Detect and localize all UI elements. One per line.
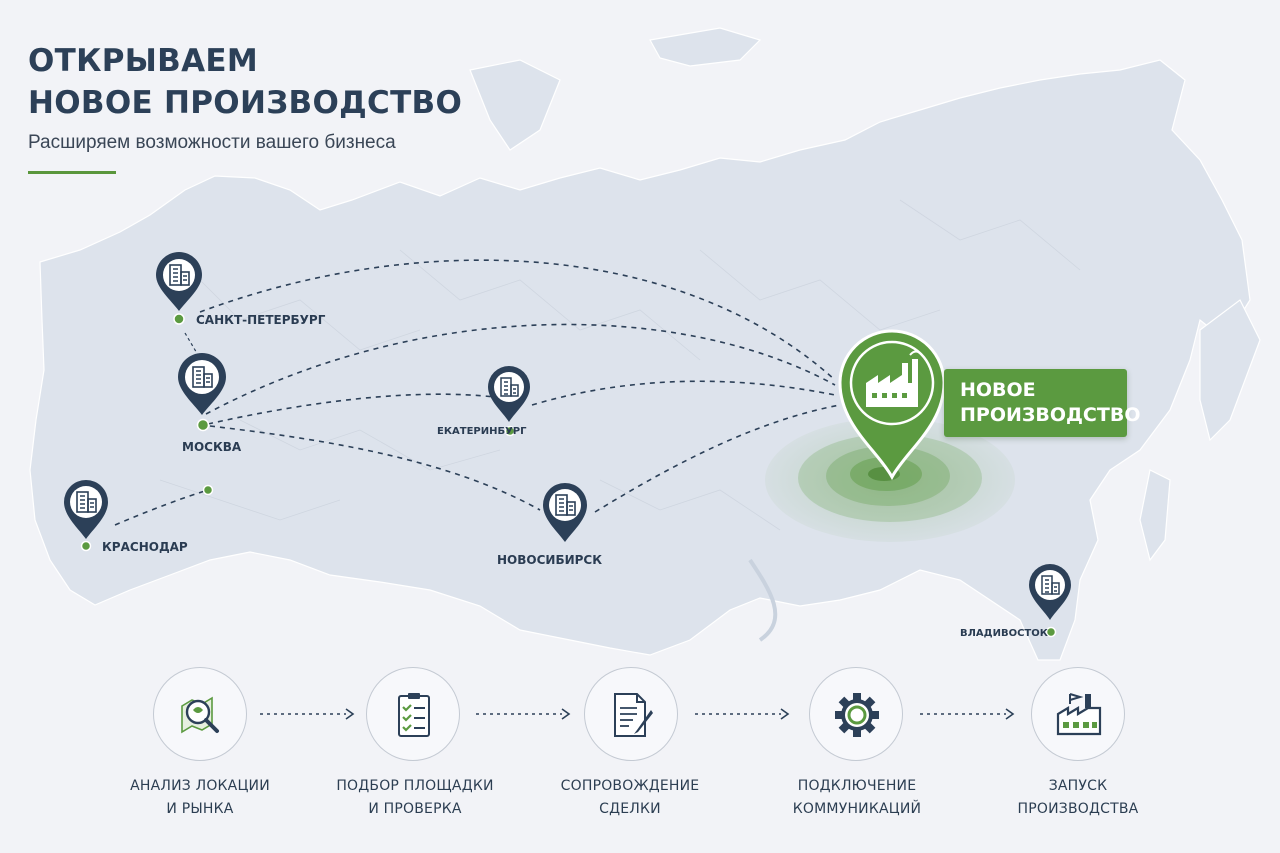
step-3-label-line-1: СОПРОВОЖДЕНИЕ — [560, 778, 700, 794]
connection-lines — [114, 259, 841, 526]
pin-krasnodar-icon — [64, 480, 108, 539]
step-5-label-line-2: ПРОИЗВОДСТВА — [1017, 801, 1139, 817]
title-divider — [28, 171, 116, 174]
document-pen-icon — [614, 693, 653, 737]
moscow-dot — [196, 418, 210, 432]
city-label-nsk: НОВОСИБИРСК — [497, 553, 603, 567]
ekb-dot — [504, 425, 516, 437]
route-moscow-3 — [209, 425, 541, 511]
pin-vladivostok-icon — [1029, 564, 1071, 620]
step-3-label: СОПРОВОЖДЕНИЕ СДЕЛКИ — [535, 775, 725, 821]
pin-moscow-icon — [178, 353, 226, 415]
step-3-label-line-2: СДЕЛКИ — [599, 801, 661, 817]
map-magnifier-icon — [181, 696, 219, 734]
step-arrow-3 — [695, 708, 790, 720]
city-label-ekb: ЕКАТЕРИНБУРГ — [437, 426, 527, 437]
vladivostok-dot — [1045, 626, 1057, 638]
step-4-circle — [809, 667, 903, 761]
subtitle: Расширяем возможности вашего бизнеса — [28, 132, 396, 153]
checklist-icon — [398, 693, 430, 737]
step-arrow-4 — [920, 708, 1015, 720]
title-line-2: НОВОЕ ПРОИЗВОДСТВО — [28, 85, 463, 121]
extra-dot — [202, 484, 214, 496]
badge-line-1: НОВОЕ — [960, 379, 1036, 401]
pin-nsk-icon — [543, 483, 587, 542]
badge-line-2: ПРОИЗВОДСТВО — [960, 404, 1141, 426]
step-1-label-line-2: И РЫНКА — [166, 801, 234, 817]
spb-dot — [173, 313, 185, 325]
map-island-novaya-zemlya — [469, 59, 561, 151]
route-moscow-2 — [207, 393, 516, 425]
city-label-vladivostok: ВЛАДИВОСТОК — [960, 628, 1048, 639]
pin-ekb-icon — [488, 366, 530, 422]
step-5-circle — [1031, 667, 1125, 761]
route-ekb — [531, 380, 836, 406]
page-title: ОТКРЫВАЕМ НОВОЕ ПРОИЗВОДСТВО — [28, 40, 462, 124]
step-3-circle — [584, 667, 678, 761]
city-label-moscow: МОСКВА — [182, 440, 242, 454]
map-island-north — [649, 27, 762, 67]
step-1-circle — [153, 667, 247, 761]
gear-icon — [835, 693, 879, 737]
step-1-label: АНАЛИЗ ЛОКАЦИИ И РЫНКА — [105, 775, 295, 821]
step-2-circle — [366, 667, 460, 761]
route-nsk — [594, 404, 841, 513]
target-glow — [765, 418, 1015, 542]
step-4-label: ПОДКЛЮЧЕНИЕ КОММУНИКАЦИЙ — [762, 775, 952, 821]
step-arrow-1 — [260, 708, 355, 720]
route-krasnodar — [114, 489, 209, 526]
new-production-badge: НОВОЕ ПРОИЗВОДСТВО — [944, 369, 1141, 437]
city-label-spb: САНКТ-ПЕТЕРБУРГ — [196, 313, 326, 327]
route-spb — [199, 259, 836, 381]
step-5-label: ЗАПУСК ПРОИЗВОДСТВА — [983, 775, 1173, 821]
pin-new-production-icon — [838, 329, 946, 481]
route-moscow-1 — [205, 323, 836, 415]
step-2-label-line-2: И ПРОВЕРКА — [368, 801, 462, 817]
factory-icon — [1056, 693, 1102, 736]
map-sakhalin — [1139, 469, 1171, 562]
step-2-label-line-1: ПОДБОР ПЛОЩАДКИ — [336, 778, 494, 794]
map-kamchatka — [1199, 299, 1261, 442]
step-5-label-line-1: ЗАПУСК — [1048, 778, 1108, 794]
step-4-label-line-2: КОММУНИКАЦИЙ — [792, 801, 922, 817]
title-line-1: ОТКРЫВАЕМ — [28, 43, 259, 79]
step-4-label-line-1: ПОДКЛЮЧЕНИЕ — [797, 778, 917, 794]
city-label-krasnodar: КРАСНОДАР — [102, 540, 188, 554]
step-arrow-2 — [476, 708, 571, 720]
step-2-label: ПОДБОР ПЛОЩАДКИ И ПРОВЕРКА — [320, 775, 510, 821]
step-1-label-line-1: АНАЛИЗ ЛОКАЦИИ — [130, 778, 270, 794]
pin-spb-icon — [156, 252, 202, 311]
krasnodar-dot — [80, 540, 92, 552]
